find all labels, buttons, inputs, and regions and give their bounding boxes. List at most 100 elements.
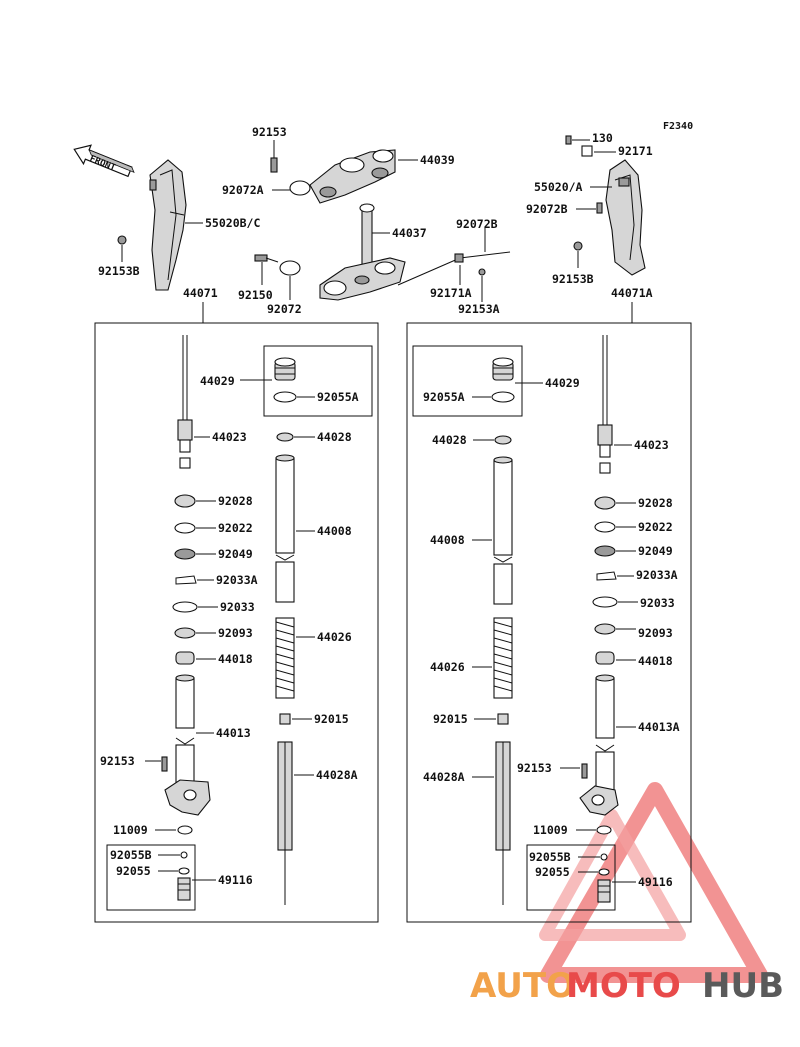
label-92153a: 92153A <box>458 302 500 316</box>
label-55020bc: 55020B/C <box>205 216 260 230</box>
label-130: 130 <box>592 131 613 145</box>
watermark-moto: MOTO <box>566 966 681 1006</box>
bolt-130 <box>565 135 572 145</box>
left-oring-92055b <box>180 851 188 859</box>
figure-code: F2340 <box>663 121 693 132</box>
left-ring-92022 <box>174 522 196 534</box>
right-kit-44029-box <box>412 345 523 417</box>
right-kit-49116-box <box>526 844 616 911</box>
left-spring-44026 <box>275 617 295 699</box>
left-label-92033a: 92033A <box>216 573 258 587</box>
right-cap-44029 <box>492 357 514 381</box>
left-clip-92033a <box>175 575 197 585</box>
right-clip-92033a <box>596 571 617 581</box>
left-label-92033: 92033 <box>220 600 255 614</box>
right-bolt-92153 <box>581 763 588 779</box>
right-spring-44026 <box>493 617 513 699</box>
left-inner-tube-44008 <box>275 454 295 603</box>
right-oring-92055b <box>600 853 608 861</box>
left-gasket-11009 <box>177 825 193 835</box>
label-92072b: 92072B <box>456 217 498 231</box>
left-cartridge-44028a <box>277 741 293 905</box>
clip-92171a <box>454 253 464 263</box>
left-damper-rod-44023 <box>177 335 193 469</box>
left-cap-44029 <box>274 357 296 381</box>
left-bolt-92153 <box>161 756 168 772</box>
label-92072: 92072 <box>267 302 302 316</box>
right-cap-44028 <box>494 435 512 445</box>
label-44071: 44071 <box>183 286 218 300</box>
left-label-44029: 44029 <box>200 374 235 388</box>
right-ring-92022 <box>594 521 616 533</box>
right-cartridge-44028a <box>495 741 511 905</box>
right-fork-parts: 44029 92055A 44028 44023 44008 92028 9 <box>412 335 680 911</box>
right-valve-49116 <box>597 879 611 903</box>
bolt-92153b-right <box>573 241 583 251</box>
right-label-92055: 92055 <box>535 865 570 879</box>
label-92171a: 92171A <box>430 286 472 300</box>
right-label-92033: 92033 <box>640 596 675 610</box>
label-44039: 44039 <box>420 153 455 167</box>
left-label-44028a: 44028A <box>316 768 358 782</box>
left-seal-92049 <box>174 548 196 560</box>
clamp-92072 <box>279 260 301 276</box>
left-oring-92055 <box>178 867 190 875</box>
left-seal-92028 <box>174 494 196 508</box>
right-label-44029: 44029 <box>545 376 580 390</box>
left-label-92022: 92022 <box>218 521 253 535</box>
left-axle-bracket <box>164 779 211 816</box>
left-fork-box <box>94 322 379 923</box>
bolt-92153a <box>478 268 486 276</box>
right-label-44028a: 44028A <box>423 770 465 784</box>
right-outer-tube-44013a <box>595 674 615 791</box>
left-oring-92055a <box>273 391 297 403</box>
clamp-92072a <box>289 180 311 196</box>
steering-stem <box>319 203 406 301</box>
left-kit-44029-box <box>263 345 373 417</box>
left-ring-92033 <box>172 601 198 613</box>
right-label-44013a: 44013A <box>638 720 680 734</box>
left-label-44013: 44013 <box>216 726 251 740</box>
watermark-auto: AUTO <box>470 966 575 1006</box>
left-fork-parts: 44029 92055A 44023 44028 92028 92022 920… <box>100 335 373 911</box>
left-label-44018: 44018 <box>218 652 253 666</box>
left-label-44026: 44026 <box>317 630 352 644</box>
right-label-92028: 92028 <box>638 496 673 510</box>
label-92171: 92171 <box>618 144 653 158</box>
bolt-92153b-left <box>117 235 127 245</box>
right-label-11009: 11009 <box>533 823 568 837</box>
watermark-logo: AUTO MOTO HUB <box>470 782 784 1006</box>
left-label-92153: 92153 <box>100 754 135 768</box>
right-label-92055a: 92055A <box>423 390 465 404</box>
left-kit-49116-box <box>106 844 196 911</box>
right-bushing-92093 <box>594 623 616 635</box>
right-label-92049: 92049 <box>638 544 673 558</box>
right-label-92153: 92153 <box>517 761 552 775</box>
left-label-49116: 49116 <box>218 873 253 887</box>
right-gasket-11009 <box>596 825 612 835</box>
upper-triple-clamp <box>309 149 396 204</box>
bolt-92150 <box>254 254 268 262</box>
right-collar-44018 <box>595 651 615 665</box>
right-inner-tube-44008 <box>493 456 513 605</box>
right-label-92033a: 92033A <box>636 568 678 582</box>
right-oring-92055 <box>598 868 610 876</box>
left-label-92055: 92055 <box>116 864 151 878</box>
right-label-44018: 44018 <box>638 654 673 668</box>
right-label-92055b: 92055B <box>529 850 571 864</box>
label-92153b-right: 92153B <box>552 272 594 286</box>
left-label-92028: 92028 <box>218 494 253 508</box>
right-seal-92028 <box>594 496 616 510</box>
left-collar-44018 <box>175 651 195 665</box>
label-92153-top: 92153 <box>252 125 287 139</box>
left-label-44008: 44008 <box>317 524 352 538</box>
label-92072a: 92072A <box>222 183 264 197</box>
right-label-92015: 92015 <box>433 712 468 726</box>
left-bushing-92093 <box>174 627 196 639</box>
right-label-92093: 92093 <box>638 626 673 640</box>
bolt-92153-top <box>270 157 278 173</box>
label-92072b-right: 92072B <box>526 202 568 216</box>
right-seal-92049 <box>594 545 616 557</box>
right-nut-92015 <box>497 713 509 725</box>
